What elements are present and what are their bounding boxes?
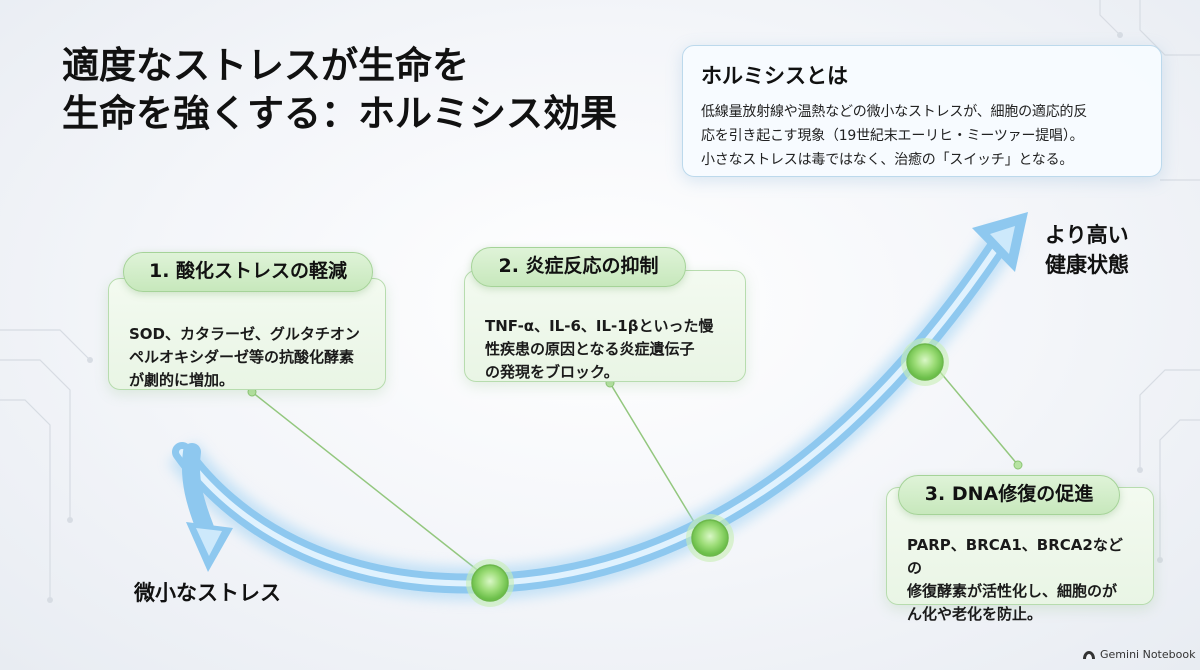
curve-node-3 xyxy=(901,338,949,386)
card-2-title-pill: 2. 炎症反応の抑制 xyxy=(471,247,686,287)
card-1-line-3: が劇的に増加。 xyxy=(129,371,235,389)
info-title: ホルミシスとは xyxy=(701,64,848,88)
card-3-line-2: 修復酵素が活性化し、細胞のが xyxy=(907,582,1118,600)
card-3-line-1: PARP、BRCA1、BRCA2などの xyxy=(907,536,1123,577)
card-1-title-pill: 1. 酸化ストレスの軽減 xyxy=(123,252,373,292)
card-inflammation: TNF-α、IL-6、IL-1βといった慢 性疾患の原因となる炎症遺伝子 の発現… xyxy=(464,270,746,382)
card-2-line-1: TNF-α、IL-6、IL-1βといった慢 xyxy=(485,317,714,335)
title-line-1: 適度なストレスが生命を xyxy=(62,44,469,87)
curve-node-2 xyxy=(686,514,734,562)
notebook-icon xyxy=(1083,650,1095,659)
footer-brand-text: Gemini Notebook xyxy=(1100,648,1196,661)
connector-2 xyxy=(609,382,706,541)
connector-dot-3 xyxy=(1013,460,1023,470)
card-3-body: PARP、BRCA1、BRCA2などの 修復酵素が活性化し、細胞のが ん化や老化… xyxy=(907,532,1135,626)
page-title: 適度なストレスが生命を 生命を強くする：ホルミシス効果 xyxy=(62,42,617,138)
curve-node-1 xyxy=(466,559,514,607)
title-line-2: 生命を強くする：ホルミシス効果 xyxy=(62,92,617,135)
label-low-stress: 微小なストレス xyxy=(134,581,281,605)
card-1-body: SOD、カタラーゼ、グルタチオン ペルオキシダーゼ等の抗酸化酵素 が劇的に増加。 xyxy=(129,323,367,392)
info-line-1: 低線量放射線や温熱などの微小なストレスが、細胞の適応的反 xyxy=(701,104,1088,120)
connector-lines xyxy=(251,359,1019,581)
connector-3 xyxy=(929,359,1019,466)
footer-brand: Gemini Notebook xyxy=(1082,648,1195,661)
card-oxidative-stress: SOD、カタラーゼ、グルタチオン ペルオキシダーゼ等の抗酸化酵素 が劇的に増加。 xyxy=(108,278,386,390)
info-body: 低線量放射線や温熱などの微小なストレスが、細胞の適応的反 応を引き起こす現象（1… xyxy=(701,100,1143,172)
label-high-line-1: より高い xyxy=(1045,223,1129,247)
hormesis-definition-box: ホルミシスとは 低線量放射線や温熱などの微小なストレスが、細胞の適応的反 応を引… xyxy=(682,45,1162,177)
card-1-line-2: ペルオキシダーゼ等の抗酸化酵素 xyxy=(129,348,355,366)
label-high-line-2: 健康状態 xyxy=(1045,253,1129,277)
label-higher-health: より高い 健康状態 xyxy=(1045,220,1129,280)
card-1-line-1: SOD、カタラーゼ、グルタチオン xyxy=(129,325,360,343)
connector-1 xyxy=(251,391,491,581)
info-line-2: 応を引き起こす現象（19世紀末エーリヒ・ミーツァー提唱）。 xyxy=(701,128,1084,144)
card-2-line-2: 性疾患の原因となる炎症遺伝子 xyxy=(485,340,695,358)
card-2-line-3: の発現をブロック。 xyxy=(485,363,619,381)
card-3-title-pill: 3. DNA修復の促進 xyxy=(898,475,1120,515)
card-2-body: TNF-α、IL-6、IL-1βといった慢 性疾患の原因となる炎症遺伝子 の発現… xyxy=(485,315,727,384)
info-line-3: 小さなストレスは毒ではなく、治癒の「スイッチ」となる。 xyxy=(701,152,1074,168)
card-3-line-3: ん化や老化を防止。 xyxy=(907,605,1043,623)
